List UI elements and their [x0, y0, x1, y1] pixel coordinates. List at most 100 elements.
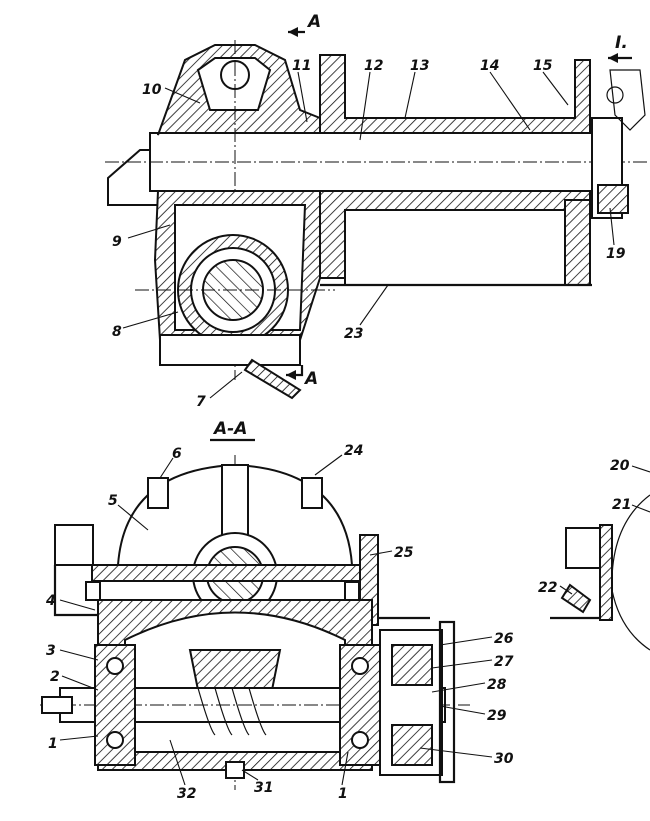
- leader-13: [404, 71, 416, 119]
- callout-26: 26: [494, 631, 514, 647]
- section-arrow-top-group: A: [288, 12, 321, 37]
- leader-8: [122, 311, 179, 329]
- callout-10: 10: [142, 82, 162, 98]
- longitudinal-section-view: [105, 40, 650, 400]
- callout-4: 4: [45, 593, 56, 609]
- input-stub: [41, 696, 73, 714]
- leader-32: [169, 739, 186, 786]
- leader-6: [159, 457, 174, 479]
- section-mark-bottom: A: [303, 369, 318, 389]
- callout-12: 12: [364, 58, 383, 74]
- view-mark-group: I.: [608, 33, 632, 63]
- right-bearing-ball-lower: [351, 731, 369, 749]
- view-mark-top-right: I.: [615, 33, 628, 53]
- callout-21: 21: [612, 497, 631, 513]
- leader-29: [439, 705, 486, 715]
- leader-3: [59, 649, 99, 661]
- leader-1-right: [341, 751, 349, 786]
- leader-7: [209, 371, 243, 399]
- callout-30: 30: [494, 751, 514, 767]
- leader-10: [164, 87, 201, 104]
- view-arrow-icon: [608, 53, 618, 63]
- callout-6: 6: [172, 446, 182, 462]
- leader-9: [127, 224, 171, 239]
- housing-box: [344, 209, 582, 286]
- left-mount-block: [54, 524, 94, 566]
- section-arrow-bottom-group: A: [286, 365, 318, 389]
- leader-14: [489, 71, 531, 131]
- callout-24: 24: [344, 443, 363, 459]
- leader-2: [61, 675, 99, 691]
- dome-left-lug: [147, 477, 169, 509]
- callout-32: 32: [177, 786, 196, 802]
- gear-housing-base: [159, 334, 301, 366]
- leader-15: [542, 71, 569, 106]
- callout-22: 22: [538, 580, 557, 596]
- cover-plate: [91, 564, 379, 582]
- callout-1-right: 1: [338, 786, 348, 802]
- callout-2: 2: [50, 669, 60, 685]
- right-bolt: [344, 581, 360, 601]
- leader-4: [59, 599, 96, 611]
- coupling-hub-lower: [391, 724, 433, 766]
- leader-12: [359, 71, 371, 141]
- worm-threads: [197, 687, 267, 736]
- dome-right-lug: [301, 477, 323, 509]
- left-mount-angle: [53, 565, 100, 617]
- right-bearing-ball-upper: [351, 657, 369, 675]
- leader-5: [117, 504, 149, 531]
- drain-bolt: [225, 761, 245, 779]
- side-view-housing-arc: [611, 494, 650, 651]
- callout-25: 25: [394, 545, 414, 561]
- callout-29: 29: [487, 708, 507, 724]
- callout-8: 8: [112, 324, 122, 340]
- callout-1-left: 1: [48, 736, 58, 752]
- callout-11: 11: [292, 58, 311, 74]
- leader-27: [431, 659, 493, 669]
- callout-3: 3: [46, 643, 56, 659]
- callout-19: 19: [606, 246, 626, 262]
- right-fitting: [609, 69, 646, 131]
- leader-31: [241, 769, 259, 781]
- callout-14: 14: [480, 58, 499, 74]
- leader-30: [419, 747, 493, 758]
- callout-15: 15: [533, 58, 553, 74]
- leader-28: [431, 682, 486, 693]
- left-bearing-ball-upper: [106, 657, 124, 675]
- leader-24: [314, 454, 343, 476]
- side-view-block: [565, 527, 601, 569]
- partial-side-view: [550, 494, 650, 651]
- callout-5: 5: [108, 493, 118, 509]
- callout-7: 7: [196, 394, 206, 410]
- callout-13: 13: [410, 58, 429, 74]
- section-mark-top: A: [306, 12, 321, 32]
- housing-end-wall: [564, 199, 591, 286]
- leader-21: [631, 504, 650, 513]
- leader-22: [559, 585, 573, 595]
- left-bearing-ball-lower: [106, 731, 124, 749]
- leader-23: [359, 284, 389, 326]
- left-bolt: [85, 581, 101, 601]
- leader-25: [369, 550, 393, 556]
- leader-20: [631, 465, 650, 473]
- drain-plug: [243, 358, 302, 400]
- callout-labels: 10 11 12 13 14 15 19 9 8 7 23 6 24 5 25 …: [45, 58, 631, 802]
- side-view-plug: [560, 583, 592, 614]
- leader-lines: [59, 71, 650, 786]
- side-view-plate: [599, 524, 613, 621]
- leader-19: [609, 207, 615, 246]
- leader-11: [297, 71, 308, 123]
- callout-23: 23: [344, 326, 363, 342]
- section-title: A-A: [212, 419, 247, 439]
- callout-27: 27: [494, 654, 514, 670]
- leader-26: [439, 636, 493, 646]
- right-fitting-nut: [606, 86, 624, 104]
- right-collar: [597, 184, 629, 214]
- callout-31: 31: [254, 780, 273, 796]
- callout-9: 9: [112, 234, 122, 250]
- cross-section-view: [40, 455, 470, 790]
- leader-1-left: [59, 735, 99, 741]
- coupling-hub-upper: [391, 644, 433, 686]
- callout-20: 20: [610, 458, 630, 474]
